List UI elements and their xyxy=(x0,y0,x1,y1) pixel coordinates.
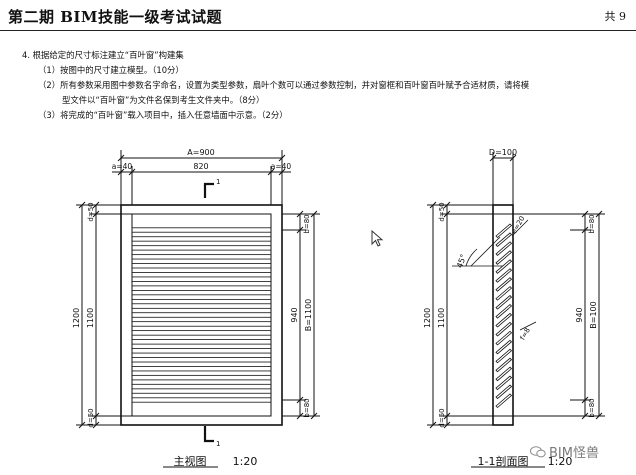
label-inner-width: 820 xyxy=(193,162,208,171)
section-slat xyxy=(495,223,513,239)
front-slat xyxy=(131,397,272,403)
label-depth: D=100 xyxy=(489,148,517,157)
front-slat xyxy=(131,334,272,340)
label-bottom-frame: d=50 xyxy=(87,408,95,427)
section-slat xyxy=(495,321,513,337)
front-slat xyxy=(131,245,272,251)
section-label-top-frame: d=50 xyxy=(438,202,446,221)
label-total-height: 1200 xyxy=(72,308,81,328)
front-slats-group xyxy=(131,227,272,403)
section-slat xyxy=(495,268,513,283)
front-slat xyxy=(131,254,272,260)
question-stem: 4. 根据给定的尺寸标注建立“百叶窗”构建集 xyxy=(22,50,184,60)
section-label-b-top: b=80 xyxy=(588,214,596,233)
label-top-frame: d=50 xyxy=(87,202,95,221)
section-slats-group xyxy=(495,223,513,409)
front-slat xyxy=(131,361,272,367)
label-total-width: A=900 xyxy=(187,148,214,157)
section-slat xyxy=(495,339,513,355)
wechat-logo-icon xyxy=(530,446,546,458)
front-slat xyxy=(131,272,272,278)
question-item-3: （3）将完成的“百叶窗”载入项目中，插入任意墙面中示意。（2分） xyxy=(38,110,288,120)
page-count: 共 9 xyxy=(604,10,627,23)
section-slat xyxy=(495,348,513,364)
section-slat xyxy=(495,295,513,310)
front-slat xyxy=(131,316,272,323)
section-slat xyxy=(495,330,513,346)
question-block: 4. 根据给定的尺寸标注建立“百叶窗”构建集 （1）按图中的尺寸建立模型。（10… xyxy=(22,48,622,123)
front-view-caption: 主视图 xyxy=(174,454,207,468)
section-mark-bottom-label: 1 xyxy=(216,440,220,448)
label-inner-height: 1100 xyxy=(86,308,95,328)
question-item-2-cont: 型文件以“百叶窗”为文件名保到考生文件夹中。（8分） xyxy=(62,95,265,105)
section-slat xyxy=(495,312,513,328)
section-slat xyxy=(495,241,513,256)
question-item-2: （2）所有参数采用图中参数名字命名，设置为类型参数，扇叶个数可以通过参数控制，并… xyxy=(38,80,530,90)
front-slat xyxy=(131,370,272,376)
section-slat xyxy=(495,375,513,391)
section-slat xyxy=(495,366,513,382)
section-view-scale: 1:20 xyxy=(548,455,573,468)
label-left-frame: a=40 xyxy=(112,162,133,171)
section-label-total-height: 1200 xyxy=(423,308,432,328)
section-label-f: f=8 xyxy=(519,326,532,341)
section-slat xyxy=(495,277,513,292)
mouse-cursor-icon xyxy=(371,230,384,247)
section-label-B: B=100 xyxy=(589,301,598,328)
label-940: 940 xyxy=(290,307,299,322)
front-slat xyxy=(131,388,272,394)
front-slat xyxy=(131,290,272,296)
section-view-caption: 1-1剖面图 xyxy=(478,454,529,468)
section-slat xyxy=(495,393,513,409)
front-slat xyxy=(131,352,272,358)
section-label-b-bottom: b=80 xyxy=(588,398,596,417)
front-view xyxy=(76,150,320,468)
section-mark-top xyxy=(203,182,214,198)
front-slat xyxy=(131,236,272,242)
section-mark-bottom xyxy=(203,426,214,443)
window-frame-inner xyxy=(131,213,272,417)
front-slat xyxy=(131,298,272,305)
section-slat xyxy=(495,384,513,400)
exam-title: 第二期 BIM技能一级考试试题 xyxy=(8,8,223,26)
label-right-frame: a=40 xyxy=(271,162,292,171)
section-slat xyxy=(495,357,513,373)
front-slat xyxy=(131,343,272,349)
front-slat xyxy=(131,263,272,269)
section-slat xyxy=(495,259,513,274)
watermark: BIM怪兽 xyxy=(530,442,599,461)
question-item-1: （1）按图中的尺寸建立模型。（10分） xyxy=(38,65,184,75)
section-slat xyxy=(495,250,513,265)
section-mark-top-label: 1 xyxy=(216,178,220,186)
section-label-inner-height: 1100 xyxy=(437,308,446,328)
section-slat xyxy=(495,232,513,247)
label-b-top: b=80 xyxy=(303,214,311,233)
front-slat xyxy=(131,227,272,233)
label-B: B=1100 xyxy=(304,299,313,332)
watermark-text: BIM怪兽 xyxy=(549,446,599,461)
section-label-angle: 45° xyxy=(455,253,468,269)
section-label-bottom-frame: d=50 xyxy=(438,408,446,427)
front-view-scale: 1:20 xyxy=(233,455,258,468)
front-slat xyxy=(131,281,272,287)
section-view xyxy=(427,152,605,468)
front-slat xyxy=(131,379,272,385)
section-frame xyxy=(492,204,514,426)
section-slat xyxy=(495,303,513,319)
front-slat xyxy=(131,325,272,332)
section-slat xyxy=(495,286,513,301)
page-header: 第二期 BIM技能一级考试试题 共 9 xyxy=(0,0,636,31)
front-slat xyxy=(131,307,272,314)
label-b-bottom: b=80 xyxy=(303,398,311,417)
section-label-940: 940 xyxy=(575,307,584,322)
window-frame-outer xyxy=(120,204,283,426)
